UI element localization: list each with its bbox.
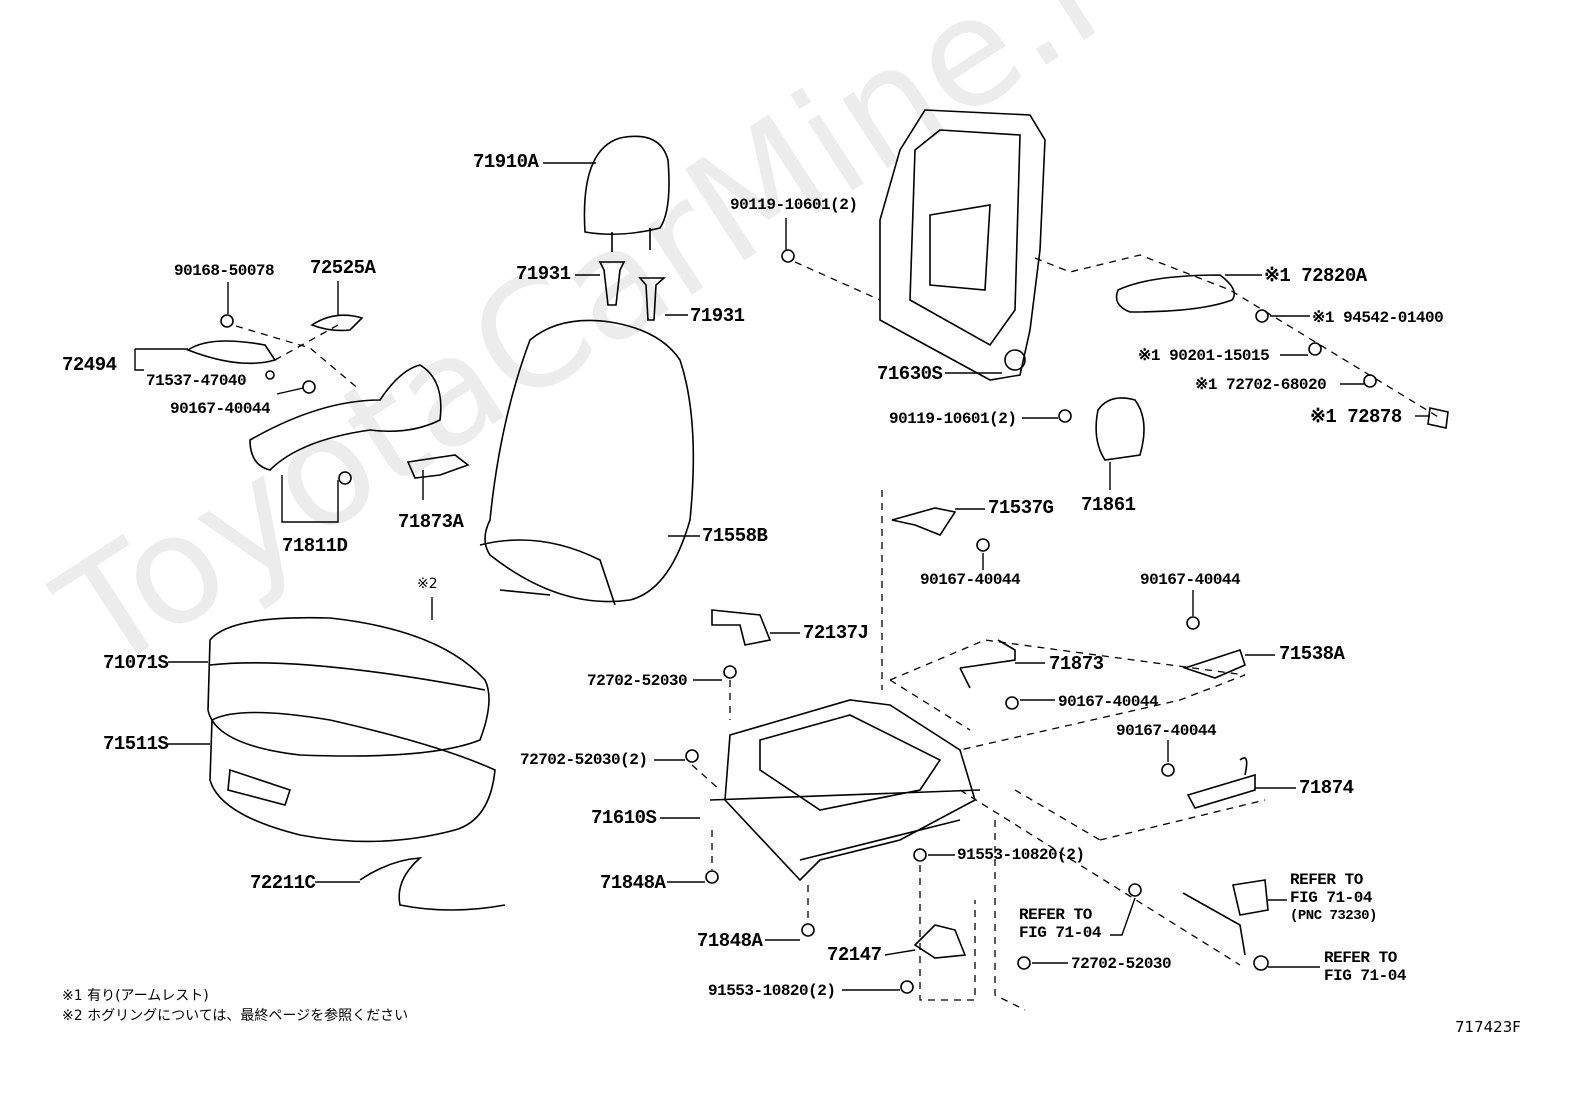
wire-72211C [359, 857, 506, 911]
bracket-71874 [1186, 757, 1256, 809]
part-label-71811D: 71811D [282, 535, 348, 557]
part-label-71861: 71861 [1081, 494, 1136, 516]
bracket-71873 [959, 639, 1016, 689]
note-marker-2: ※2 [417, 576, 438, 592]
part-label-90167-40044: 90167-40044 [1058, 693, 1159, 711]
part-label-71511S: 71511S [103, 733, 169, 755]
bracket-72137J [711, 609, 772, 646]
part-label-90167-40044: 90167-40044 [1116, 722, 1217, 740]
part-label-91553-10820: 91553-10820(2) [957, 846, 1085, 864]
part-label-90167-40044: 90167-40044 [1140, 571, 1241, 589]
footnote-1: ※1 有り(アームレスト) [62, 988, 209, 1004]
part-label-72702-52030: 72702-52030 [587, 672, 688, 690]
armrest-72820A [1115, 274, 1236, 313]
part-label-72211C: 72211C [250, 872, 316, 894]
part-label-71537G: 71537G [988, 497, 1054, 519]
part-label-94542-01400: ※1 94542-01400 [1312, 309, 1444, 327]
part-label-72820A: ※1 72820A [1264, 265, 1367, 287]
refer-to-fig-anchor: REFER TO FIG 71-04 [1019, 906, 1101, 942]
part-label-90119-10601: 90119-10601(2) [889, 410, 1017, 428]
clip-72525A [310, 314, 364, 332]
shield-71811D [249, 364, 442, 471]
refer-line: FIG 71-04 [1324, 967, 1406, 985]
cushion-cover-71071S [207, 616, 490, 757]
part-label-71910A: 71910A [473, 151, 539, 173]
refer-line: REFER TO [1324, 949, 1397, 967]
refer-line: FIG 71-04 [1290, 889, 1372, 907]
part-label-71931: 71931 [690, 305, 745, 327]
cap-72878 [1427, 407, 1449, 429]
refer-to-fig-buckle: REFER TO FIG 71-04 (PNC 73230) [1290, 871, 1377, 925]
part-label-90119-10601: 90119-10601(2) [730, 196, 858, 214]
bracket-71873A [406, 454, 470, 479]
guide-71931 [598, 261, 667, 321]
refer-to-fig-nut: REFER TO FIG 71-04 [1324, 949, 1406, 985]
part-label-90167-40044: 90167-40044 [920, 571, 1021, 589]
seatback-frame-71630S [879, 109, 1046, 381]
part-label-71873: 71873 [1049, 653, 1104, 675]
part-label-71537-47040: 71537-47040 [146, 372, 247, 390]
part-label-71848A: 71848A [600, 872, 666, 894]
part-label-71873A: 71873A [398, 511, 464, 533]
part-label-71610S: 71610S [591, 807, 657, 829]
part-label-72702-52030: 72702-52030 [1071, 955, 1172, 973]
part-label-72137J: 72137J [803, 622, 869, 644]
part-label-91553-10820: 91553-10820(2) [708, 982, 836, 1000]
part-label-72525A: 72525A [310, 257, 376, 279]
part-label-72494: 72494 [62, 354, 117, 376]
part-label-72702-68020: ※1 72702-68020 [1195, 376, 1327, 394]
bolts [220, 249, 1377, 994]
part-label-72702-52030-2: 72702-52030(2) [520, 751, 648, 769]
part-label-71538A: 71538A [1279, 643, 1345, 665]
part-label-71630S: 71630S [877, 363, 943, 385]
part-label-71874: 71874 [1299, 777, 1354, 799]
part-label-90167-40044: 90167-40044 [170, 400, 271, 418]
part-label-90168-50078: 90168-50078 [174, 262, 275, 280]
refer-line: REFER TO [1290, 871, 1363, 889]
shield-72494 [186, 340, 277, 365]
headrest-71910A [583, 135, 670, 236]
bracket-71538A [1182, 648, 1246, 679]
part-label-71848A: 71848A [697, 930, 763, 952]
seat-track-71610S [724, 699, 976, 882]
leader-lines [134, 162, 1430, 991]
refer-line: REFER TO [1019, 906, 1092, 924]
part-label-71558B: 71558B [702, 525, 768, 547]
footnote-2: ※2 ホグリングについては、最終ページを参照ください [62, 1008, 409, 1024]
seatback-cover-71558B [484, 319, 695, 603]
bracket-72147 [913, 924, 967, 959]
part-label-90201-15015: ※1 90201-15015 [1138, 347, 1270, 365]
pnc-line: (PNC 73230) [1290, 908, 1377, 924]
buckle [1182, 879, 1269, 956]
part-label-71931: 71931 [516, 263, 571, 285]
cushion-pad-71511S [209, 711, 496, 843]
cover-71861 [1095, 397, 1145, 461]
refer-line: FIG 71-04 [1019, 924, 1101, 942]
bracket-71537G [891, 507, 957, 536]
part-label-71071S: 71071S [103, 652, 169, 674]
part-label-72147: 72147 [827, 944, 882, 966]
part-label-72878: ※1 72878 [1310, 406, 1402, 428]
assembly-lines [235, 254, 1441, 1011]
figure-id: 717423F [1455, 1018, 1521, 1036]
